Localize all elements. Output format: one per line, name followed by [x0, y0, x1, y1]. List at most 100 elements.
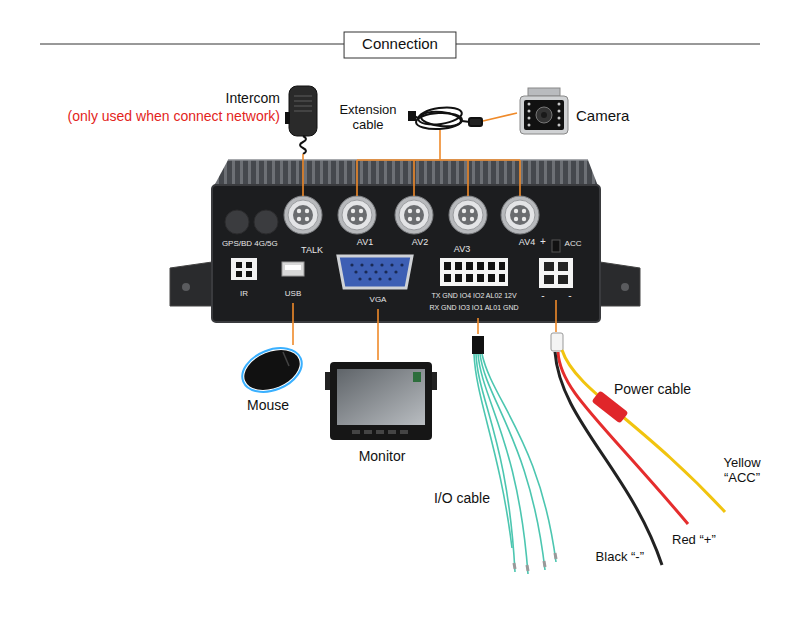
monitor: [325, 362, 437, 440]
vga-port: [350, 263, 353, 266]
mouse: [236, 340, 308, 400]
vga-port: [364, 270, 367, 273]
dvr-housing: [170, 262, 212, 306]
io-port: [477, 274, 484, 282]
header-rule: [40, 44, 344, 45]
io-cable: [476, 354, 515, 572]
vga-port: [388, 277, 391, 280]
io-cable: [472, 336, 556, 574]
monitor: [330, 362, 432, 440]
device-label: Extension cable: [330, 103, 406, 133]
leader-line: [467, 160, 469, 196]
aviation-connector: [449, 196, 487, 234]
camera: [528, 110, 531, 113]
io-port: [499, 274, 505, 282]
power-port: [558, 275, 568, 284]
intercom-microphone: [294, 100, 312, 101]
vga-port: [374, 270, 377, 273]
extension-cable: [409, 105, 482, 130]
port-label: AV4: [519, 237, 535, 247]
ir-port: [246, 262, 252, 268]
io-port: [444, 262, 451, 270]
io-cable: [544, 561, 545, 567]
camera: [541, 112, 547, 118]
dvr-housing: [214, 160, 598, 186]
header-rule: [456, 44, 760, 45]
port-label: AV3: [454, 244, 470, 254]
vga-port: [378, 277, 381, 280]
ir-port: [231, 258, 257, 280]
power-port: [544, 262, 554, 271]
leader-line: [293, 113, 556, 360]
camera: [520, 96, 568, 134]
extension-cable: [416, 112, 463, 130]
vga-port: [380, 263, 383, 266]
monitor: [337, 369, 425, 425]
usb-port: [285, 265, 301, 270]
usb-port: [282, 262, 304, 276]
port-label: IR: [240, 289, 248, 298]
device-label: I/O cable: [434, 490, 490, 506]
vga-port: [358, 277, 361, 280]
leader-line: [439, 130, 441, 160]
power-port: [558, 262, 568, 271]
note: (only used when connect network): [68, 108, 280, 124]
ir-port: [246, 271, 252, 277]
intercom-microphone: [294, 96, 312, 111]
vga-port: [370, 263, 373, 266]
intercom-microphone: [285, 86, 317, 154]
camera: [528, 88, 560, 96]
vga-port: [350, 263, 403, 280]
vga-port: [338, 256, 412, 288]
wire-label: Black “-”: [596, 550, 644, 565]
io-port: [440, 258, 508, 286]
device-label: Power cable: [614, 381, 691, 397]
io-port: [499, 262, 505, 270]
extension-cable: [469, 118, 482, 126]
io-port: [477, 262, 484, 270]
port-label: ACC: [565, 239, 582, 248]
aviation-connector: [395, 196, 433, 234]
antenna-port: [225, 210, 278, 234]
vga-port: [338, 256, 412, 288]
io-port: [444, 262, 505, 282]
vga-port: [354, 270, 357, 273]
dvr-housing: [600, 262, 640, 306]
antenna-port: [225, 210, 249, 234]
header-rule: [40, 32, 760, 58]
io-cable: [514, 553, 556, 571]
wire-label: Red “+”: [672, 533, 716, 548]
io-cable: [472, 336, 484, 354]
monitor: [376, 430, 384, 434]
leader-line: [483, 113, 517, 121]
heading: Connection: [362, 35, 438, 52]
port-label: AV2: [412, 237, 428, 247]
power-port: [539, 258, 573, 288]
io-port: [455, 262, 462, 270]
wire-label: Yellow “ACC”: [712, 456, 772, 486]
dvr-housing: [621, 283, 629, 291]
io-cable: [474, 354, 556, 574]
pin-label: TX GND IO4 IO2 AL02 12V: [431, 292, 516, 300]
ir-port: [236, 271, 242, 277]
power-cable: [551, 333, 563, 351]
camera: [528, 117, 531, 120]
camera: [528, 103, 561, 127]
device-label: Mouse: [247, 397, 289, 413]
ir-port: [236, 262, 242, 268]
port-label: AV1: [357, 237, 373, 247]
aviation-connector: [338, 196, 376, 234]
power-port: [544, 275, 554, 284]
usb-port: [282, 262, 304, 276]
camera: [558, 110, 561, 113]
header-rule: [344, 32, 456, 58]
vga-port: [400, 263, 403, 266]
intercom-microphone: [294, 95, 312, 96]
port-label: VGA: [370, 295, 387, 304]
io-port: [440, 258, 508, 286]
camera: [520, 88, 568, 134]
mouse: [238, 342, 305, 397]
io-cable: [474, 354, 512, 548]
power-cable: [551, 333, 725, 565]
